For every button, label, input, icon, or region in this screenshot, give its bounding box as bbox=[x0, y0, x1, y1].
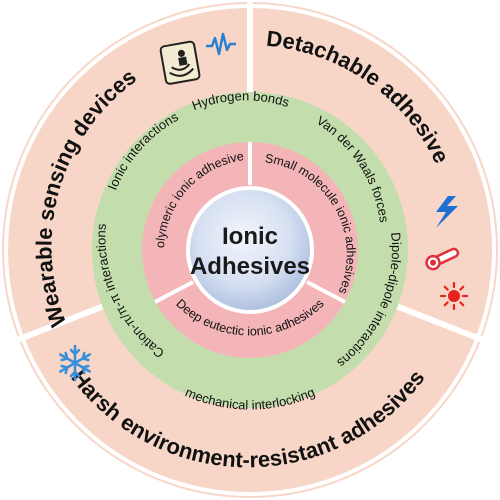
thermometer-icon bbox=[425, 247, 460, 271]
center-circle bbox=[190, 190, 310, 310]
center-title-line2: Adhesives bbox=[190, 253, 310, 280]
lightning-icon bbox=[436, 196, 458, 228]
waveform-icon bbox=[206, 32, 236, 56]
sun-icon bbox=[439, 281, 469, 311]
outer-divider-right bbox=[384, 299, 490, 345]
sensor-tag-icon bbox=[159, 40, 201, 85]
adhesive-divider-left bbox=[154, 280, 194, 304]
outer-divider-left bbox=[10, 299, 116, 345]
adhesive-divider-right bbox=[306, 280, 346, 304]
center-title-line1: Ionic bbox=[222, 223, 278, 250]
snowflake-icon bbox=[59, 344, 91, 382]
